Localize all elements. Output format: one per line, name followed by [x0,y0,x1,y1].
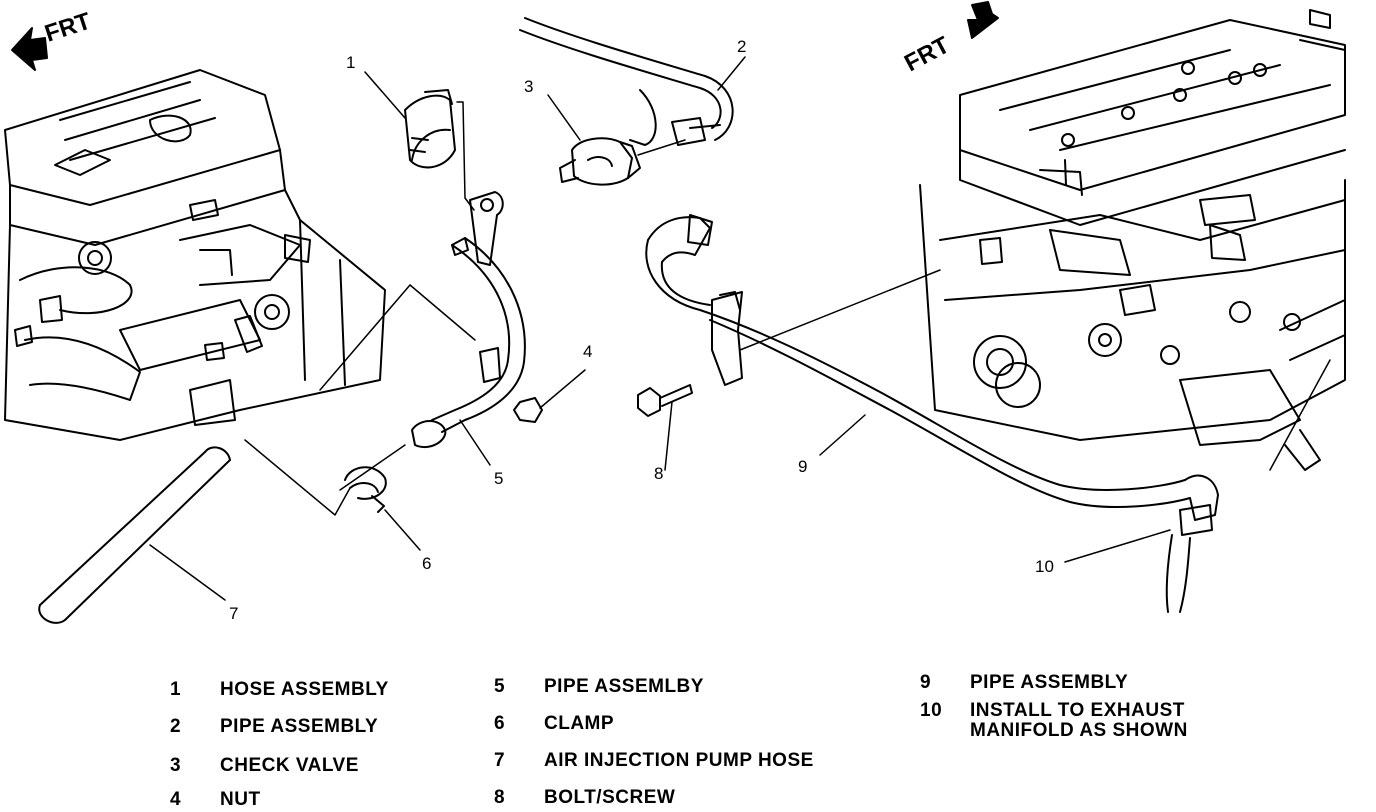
legend-item-1: 1 HOSE ASSEMBLY [170,680,389,700]
callout-10: 10 [1035,557,1054,576]
legend-item-4: 4 NUT [170,790,261,810]
callout-4: 4 [583,342,592,361]
callout-5: 5 [494,469,503,488]
legend-label: CLAMP [544,713,615,734]
part-9-pipe-assembly [645,214,1219,613]
part-4-nut [513,397,543,423]
legend-label: INSTALL TO EXHAUST MANIFOLD AS SHOWN [970,700,1188,741]
legend-number: 5 [494,676,506,697]
part-2-pipe-assembly [519,17,734,146]
part-8-bolt-screw [637,384,693,417]
legend-number: 10 [920,700,943,721]
legend-label: PIPE ASSEMLBY [544,676,704,697]
legend-number: 4 [170,789,182,810]
leader-lines [149,56,1331,601]
callout-1: 1 [346,53,355,72]
legend-number: 2 [170,716,182,737]
legend-label: BOLT/SCREW [544,787,676,808]
legend-item-6: 6 CLAMP [494,714,614,734]
callout-9: 9 [798,457,807,476]
callout-6: 6 [422,554,431,573]
parts-legend: 1 HOSE ASSEMBLY 2 PIPE ASSEMBLY 3 CHECK … [0,640,1376,812]
part-1-hose-assembly [404,89,456,169]
legend-label: NUT [220,789,261,810]
legend-item-7: 7 AIR INJECTION PUMP HOSE [494,751,814,771]
part-3-check-valve [559,137,641,186]
legend-number: 8 [494,787,506,808]
callout-3: 3 [524,77,533,96]
legend-number: 7 [494,750,506,771]
part-6-clamp [344,466,387,513]
frt-label-left: FRT [42,8,95,48]
frt-arrow-left [11,27,48,71]
legend-label: PIPE ASSEMBLY [220,716,379,737]
legend-number: 1 [170,679,182,700]
legend-item-8: 8 BOLT/SCREW [494,788,675,808]
callout-8: 8 [654,464,663,483]
legend-label: CHECK VALVE [220,755,359,776]
legend-item-2: 2 PIPE ASSEMBLY [170,717,378,737]
legend-label: PIPE ASSEMBLY [970,672,1129,693]
legend-item-10: 10 INSTALL TO EXHAUST MANIFOLD AS SHOWN [920,701,1188,741]
legend-item-3: 3 CHECK VALVE [170,756,359,776]
frt-arrow-right [967,1,999,39]
legend-number: 3 [170,755,182,776]
part-7-air-injection-pump-hose [38,446,231,624]
legend-item-5: 5 PIPE ASSEMLBY [494,677,704,697]
part-5-pipe-assembly [411,191,526,449]
right-engine-illustration [919,9,1346,471]
legend-number: 6 [494,713,506,734]
frt-label-right: FRT [900,31,954,77]
legend-label: AIR INJECTION PUMP HOSE [544,750,814,771]
exploded-parts-diagram: FRT FRT 1 2 3 4 5 6 7 8 9 10 [4,1,1346,624]
legend-label: HOSE ASSEMBLY [220,679,389,700]
callout-2: 2 [737,37,746,56]
left-engine-illustration [4,69,386,441]
legend-item-9: 9 PIPE ASSEMBLY [920,673,1128,693]
callout-7: 7 [229,604,238,623]
legend-number: 9 [920,672,932,693]
